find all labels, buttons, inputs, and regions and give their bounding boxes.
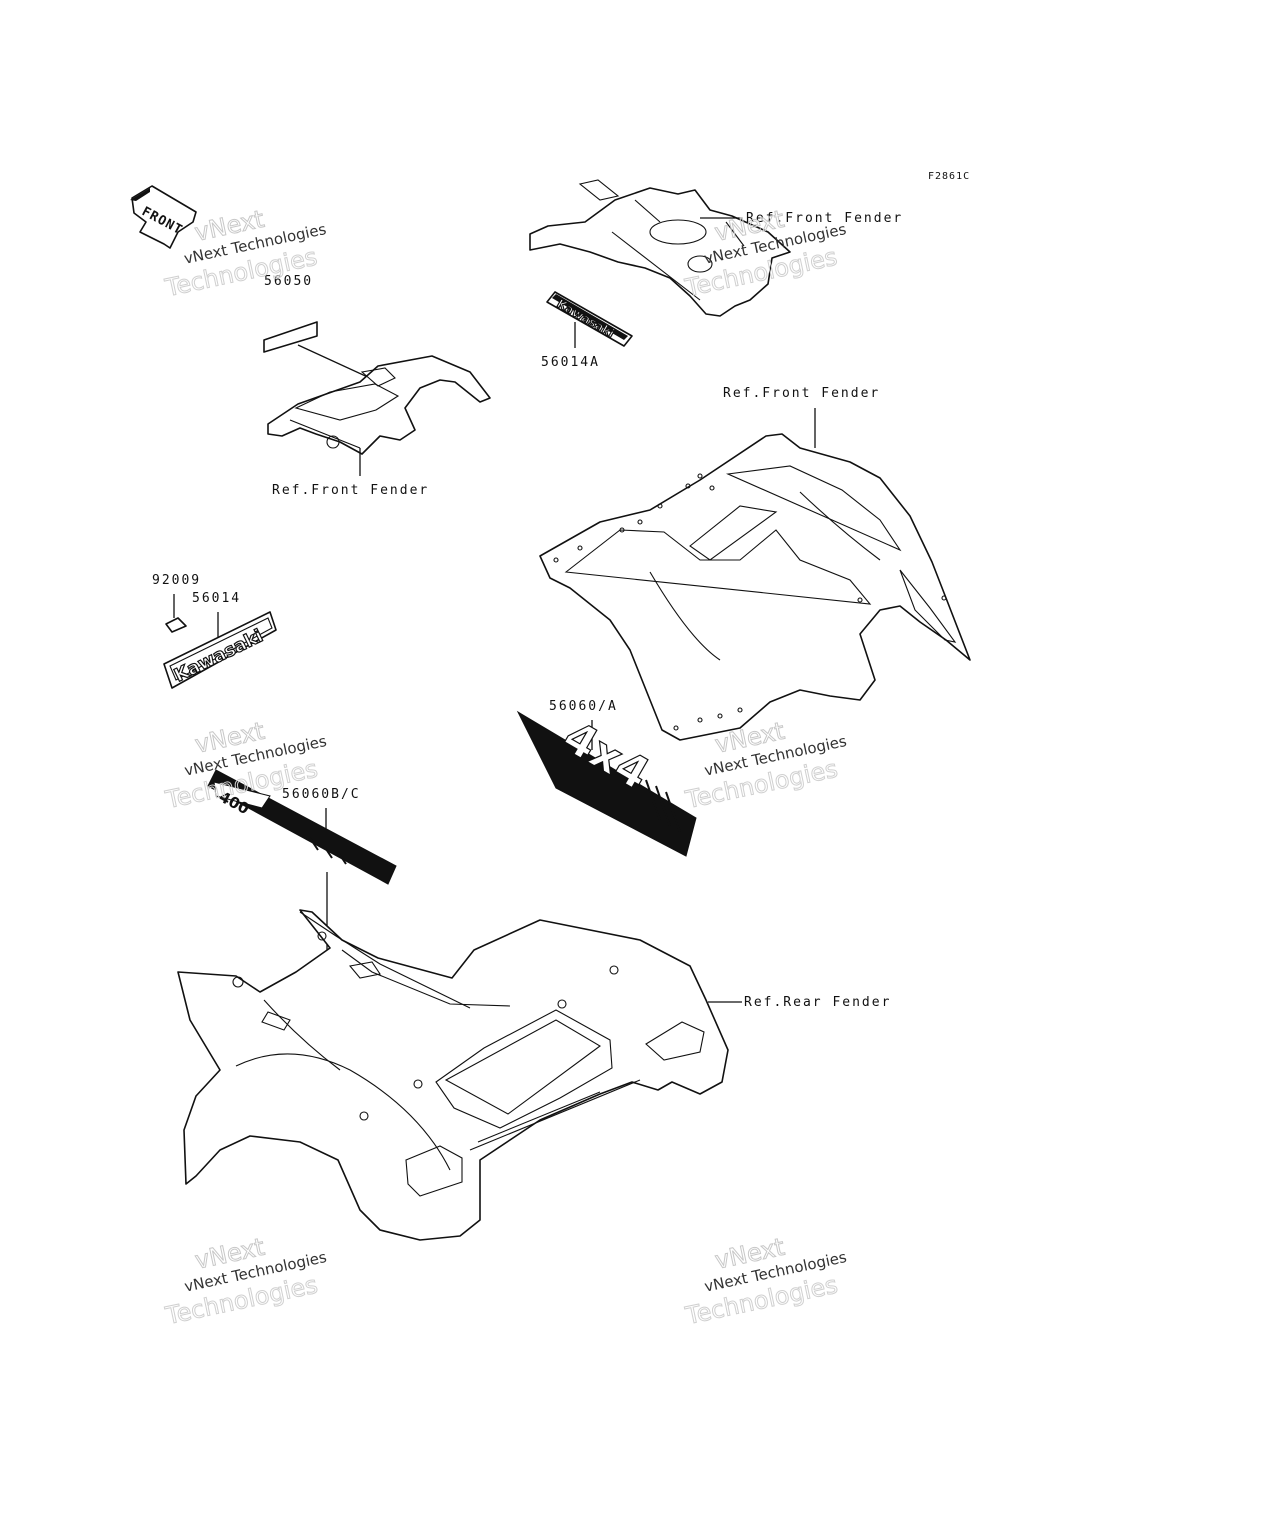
- watermark-top-right: vNext vNext Technologies Technologies: [682, 204, 848, 302]
- decal-kawasaki-small-text: Kawasaki: [555, 296, 617, 340]
- label-56014: 56014: [192, 591, 241, 606]
- label-92009: 92009: [152, 573, 201, 588]
- front-fender-top-drawing: [529, 179, 791, 317]
- sticker-56050: [263, 321, 318, 353]
- label-56060bc: 56060B/C: [282, 787, 361, 802]
- label-56050: 56050: [264, 274, 313, 289]
- label-ref-front-fender-left: Ref.Front Fender: [272, 483, 429, 498]
- watermark-bottom-left: vNext vNext Technologies Technologies: [162, 1232, 328, 1330]
- watermark-top-left: vNext vNext Technologies Technologies: [162, 204, 328, 302]
- label-56014a: 56014A: [541, 355, 600, 370]
- front-fender-large-drawing: [539, 433, 971, 741]
- label-56060a: 56060/A: [549, 699, 618, 714]
- rear-fender-drawing: [177, 909, 729, 1241]
- watermark-bottom-right: vNext vNext Technologies Technologies: [682, 1232, 848, 1330]
- figure-code: F2861C: [928, 171, 970, 182]
- front-fender-small-drawing: [267, 355, 491, 455]
- label-ref-front-fender-right: Ref.Front Fender: [723, 386, 880, 401]
- screw-92009-icon: [165, 617, 187, 633]
- front-direction-arrow-icon: FRONT: [130, 185, 197, 249]
- label-ref-rear-fender: Ref.Rear Fender: [744, 995, 891, 1010]
- decal-kawasaki-small: Kawasaki: [546, 291, 633, 347]
- label-ref-front-fender-top: Ref.Front Fender: [746, 211, 903, 226]
